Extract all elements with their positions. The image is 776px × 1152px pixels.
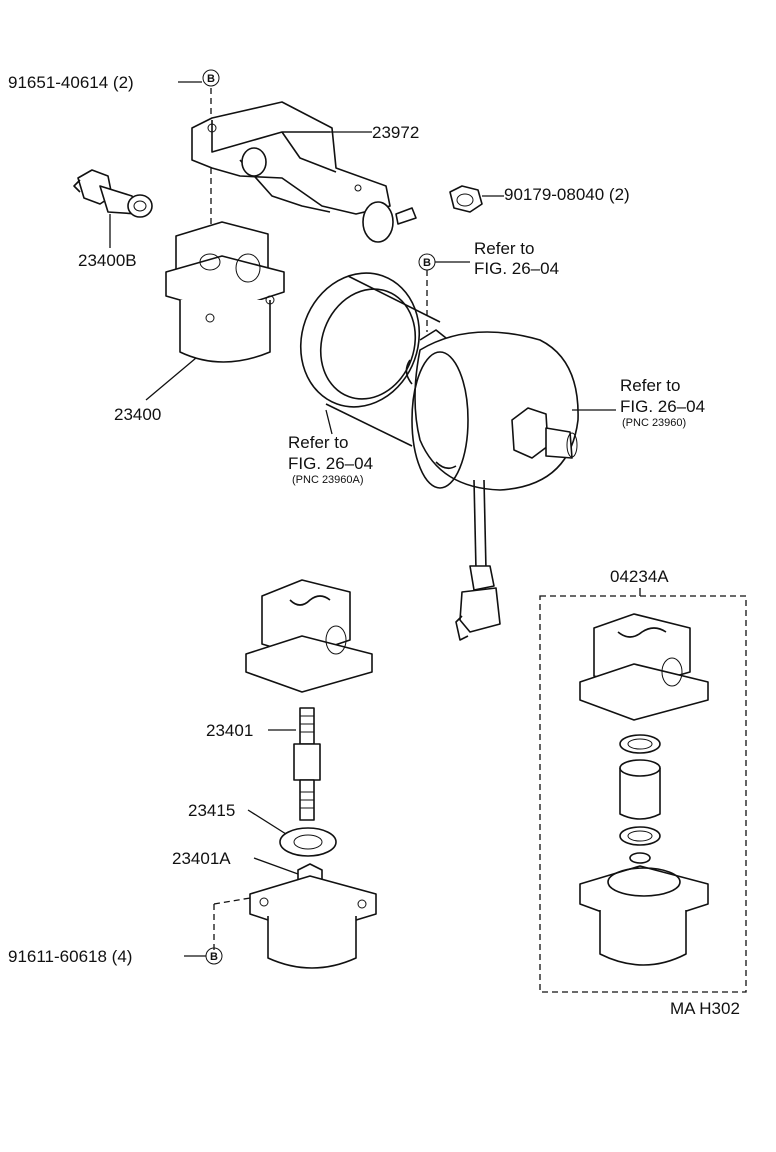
callout-union: 23400B xyxy=(78,251,137,270)
filter-assembly-23400 xyxy=(165,221,285,363)
callout-element: 23401 xyxy=(206,721,253,740)
refer-right-line2: FIG. 26–04 xyxy=(620,397,705,416)
marker-b-top: B xyxy=(202,69,220,87)
marker-b-bottom: B xyxy=(205,947,223,965)
actuator-housing xyxy=(299,272,579,491)
gasket-23415 xyxy=(279,827,337,857)
svg-text:B: B xyxy=(207,73,215,85)
callout-filter-assembly: 23400 xyxy=(114,405,161,424)
kit-oring xyxy=(629,852,651,864)
refer-b-line2: FIG. 26–04 xyxy=(474,259,559,278)
kit-ring-bottom xyxy=(619,826,661,846)
refer-b-line1: Refer to xyxy=(474,239,534,258)
refer-left-pnc: (PNC 23960A) xyxy=(292,474,364,486)
callout-bracket: 23972 xyxy=(372,123,419,142)
bracket-23972 xyxy=(191,101,417,243)
svg-text:B: B xyxy=(210,951,218,963)
svg-text:B: B xyxy=(423,257,431,269)
refer-right-line1: Refer to xyxy=(620,376,680,395)
callout-gasket: 23415 xyxy=(188,801,235,820)
filter-body-exploded xyxy=(249,875,377,969)
callout-kit: 04234A xyxy=(610,567,669,586)
figure-code: MA H302 xyxy=(670,999,740,1018)
kit-cover xyxy=(579,613,709,721)
element-23401 xyxy=(293,707,321,821)
refer-left-line2: FIG. 26–04 xyxy=(288,454,373,473)
filter-cover-exploded xyxy=(245,579,373,693)
kit-body xyxy=(579,865,709,966)
callout-seal: 23401A xyxy=(172,849,231,868)
refer-left-line1: Refer to xyxy=(288,433,348,452)
wire-connector xyxy=(455,479,501,641)
kit-cylinder xyxy=(619,759,661,820)
kit-boundary xyxy=(539,595,747,993)
marker-b-middle: B xyxy=(418,253,436,271)
callout-bolt-bottom: 91611-60618 (4) xyxy=(8,947,132,966)
callout-bolt-top: 91651-40614 (2) xyxy=(8,73,134,92)
refer-right-pnc: (PNC 23960) xyxy=(622,417,686,429)
nut-90179 xyxy=(449,185,483,213)
union-23400b xyxy=(73,169,153,218)
callout-nut: 90179-08040 (2) xyxy=(504,185,630,204)
kit-ring-top xyxy=(619,734,661,754)
